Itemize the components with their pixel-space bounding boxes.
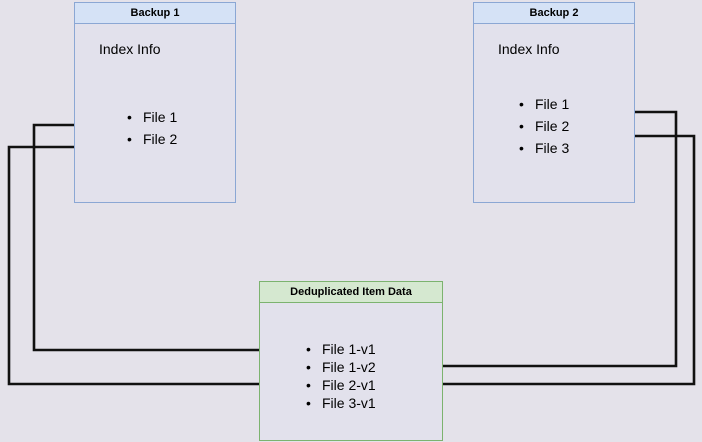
- connector-backup2-file2-to-file2v1: [395, 134, 696, 388]
- backup-1-index-label: Index Info: [99, 41, 161, 57]
- connector-backup1-file2-to-file2v1: [7, 145, 298, 388]
- backup-2-index-label: Index Info: [498, 41, 560, 57]
- list-item[interactable]: File 3: [519, 137, 569, 159]
- list-item[interactable]: File 1: [127, 106, 177, 128]
- list-item[interactable]: File 3-v1: [306, 394, 376, 412]
- backup-2-file-list: File 1 File 2 File 3: [519, 93, 569, 159]
- deduplicated-item-list: File 1-v1 File 1-v2 File 2-v1 File 3-v1: [306, 340, 376, 412]
- backup-2-box[interactable]: Backup 2 Index Info File 1 File 2 File 3: [473, 2, 635, 203]
- list-item[interactable]: File 2: [519, 115, 569, 137]
- list-item[interactable]: File 1: [519, 93, 569, 115]
- backup-2-title: Backup 2: [474, 3, 634, 24]
- list-item[interactable]: File 2: [127, 128, 177, 150]
- backup-1-box[interactable]: Backup 1 Index Info File 1 File 2: [74, 2, 236, 203]
- backup-1-title: Backup 1: [75, 3, 235, 24]
- deduplicated-item-data-box[interactable]: Deduplicated Item Data File 1-v1 File 1-…: [259, 281, 443, 441]
- connector-backup2-file1-to-file1v2: [395, 110, 678, 370]
- deduplicated-item-data-title: Deduplicated Item Data: [260, 282, 442, 303]
- list-item[interactable]: File 1-v1: [306, 340, 376, 358]
- backup-1-file-list: File 1 File 2: [127, 106, 177, 150]
- list-item[interactable]: File 1-v2: [306, 358, 376, 376]
- list-item[interactable]: File 2-v1: [306, 376, 376, 394]
